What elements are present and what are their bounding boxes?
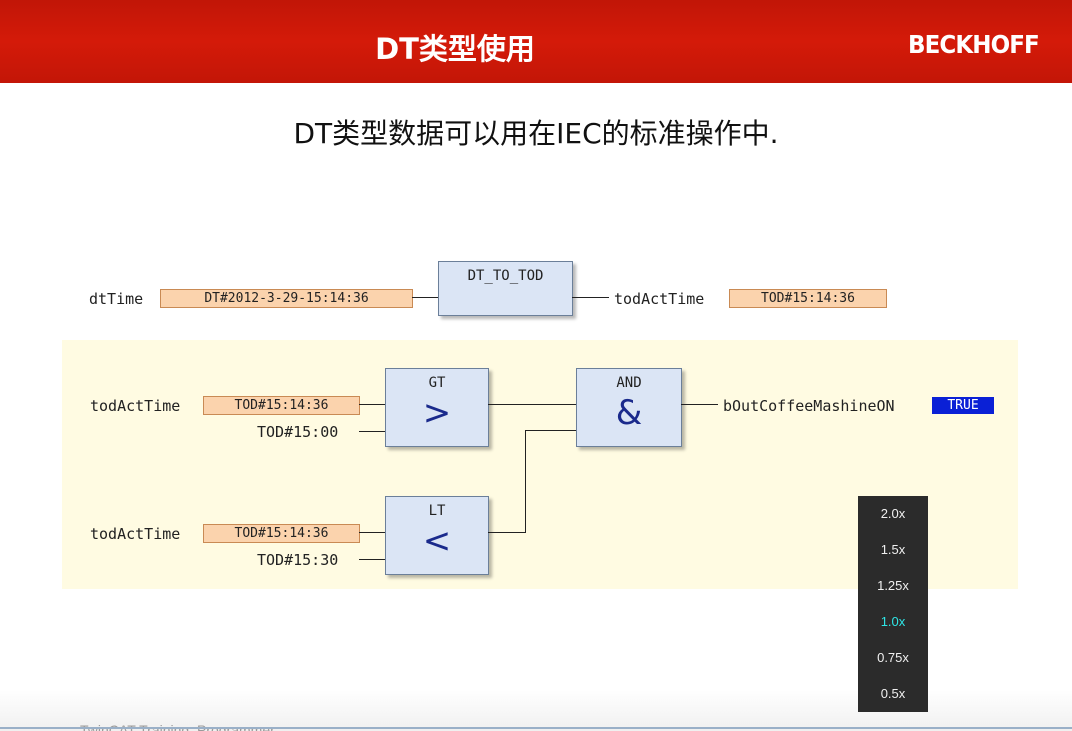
dt-to-tod-block: DT_TO_TOD [438, 261, 573, 316]
playback-speed-menu: 2.0x 1.5x 1.25x 1.0x 0.75x 0.5x [858, 496, 928, 712]
gt-block: GT > [385, 368, 489, 447]
wire-lt-out-h [488, 532, 526, 533]
dt-input-value: DT#2012-3-29-15:14:36 [160, 289, 413, 308]
gt-block-name: GT [428, 375, 446, 391]
video-progress-bar[interactable] [0, 727, 1072, 729]
wire-gt-in1 [359, 404, 385, 405]
dt-to-tod-block-name: DT_TO_TOD [467, 268, 544, 284]
gt-in2-label: TOD#15:00 [257, 423, 339, 441]
speed-option-1-5x[interactable]: 1.5x [880, 542, 906, 557]
lt-in2-label: TOD#15:30 [257, 551, 339, 569]
lt-block: LT < [385, 496, 489, 575]
and-block-name: AND [616, 375, 642, 391]
wire-gt-out [488, 404, 576, 405]
footer-text: TwinCAT Training: Programmer [80, 721, 275, 731]
wire-lt-in2 [359, 559, 385, 560]
and-output-value: TRUE [932, 397, 994, 414]
wire-lt-out-v [525, 430, 526, 533]
speed-option-2x[interactable]: 2.0x [880, 506, 906, 521]
wire-lt-out-h2 [525, 430, 576, 431]
less-than-symbol: < [422, 521, 452, 561]
wire-gt-in2 [359, 431, 385, 432]
lt-in1-value: TOD#15:14:36 [203, 524, 360, 543]
gt-in1-label: todActTime [90, 397, 181, 415]
lt-in1-label: todActTime [90, 525, 181, 543]
ampersand-symbol: & [615, 393, 643, 433]
speed-option-0-75x[interactable]: 0.75x [877, 650, 909, 665]
wire-lt-in1 [359, 532, 385, 533]
wire-dt-in [412, 297, 438, 298]
beckhoff-logo: BECKHOFF [908, 30, 1040, 59]
dt-input-label: dtTime [89, 290, 144, 308]
wire-dt-out [572, 297, 609, 298]
speed-option-1x[interactable]: 1.0x [880, 614, 906, 629]
speed-option-1-25x[interactable]: 1.25x [877, 578, 909, 593]
slide-subtitle: DT类型数据可以用在IEC的标准操作中. [293, 117, 779, 150]
slide-header: DT类型使用 BECKHOFF [0, 0, 1072, 83]
tod-output-value: TOD#15:14:36 [729, 289, 887, 308]
speed-option-0-5x[interactable]: 0.5x [880, 686, 906, 701]
tod-output-label: todActTime [614, 290, 705, 308]
wire-and-out [681, 404, 718, 405]
lt-block-name: LT [428, 503, 446, 519]
greater-than-symbol: > [422, 393, 452, 433]
gt-in1-value: TOD#15:14:36 [203, 396, 360, 415]
and-block: AND & [576, 368, 682, 447]
slide-title: DT类型使用 [375, 32, 535, 66]
and-output-label: bOutCoffeeMashineON [723, 397, 895, 415]
